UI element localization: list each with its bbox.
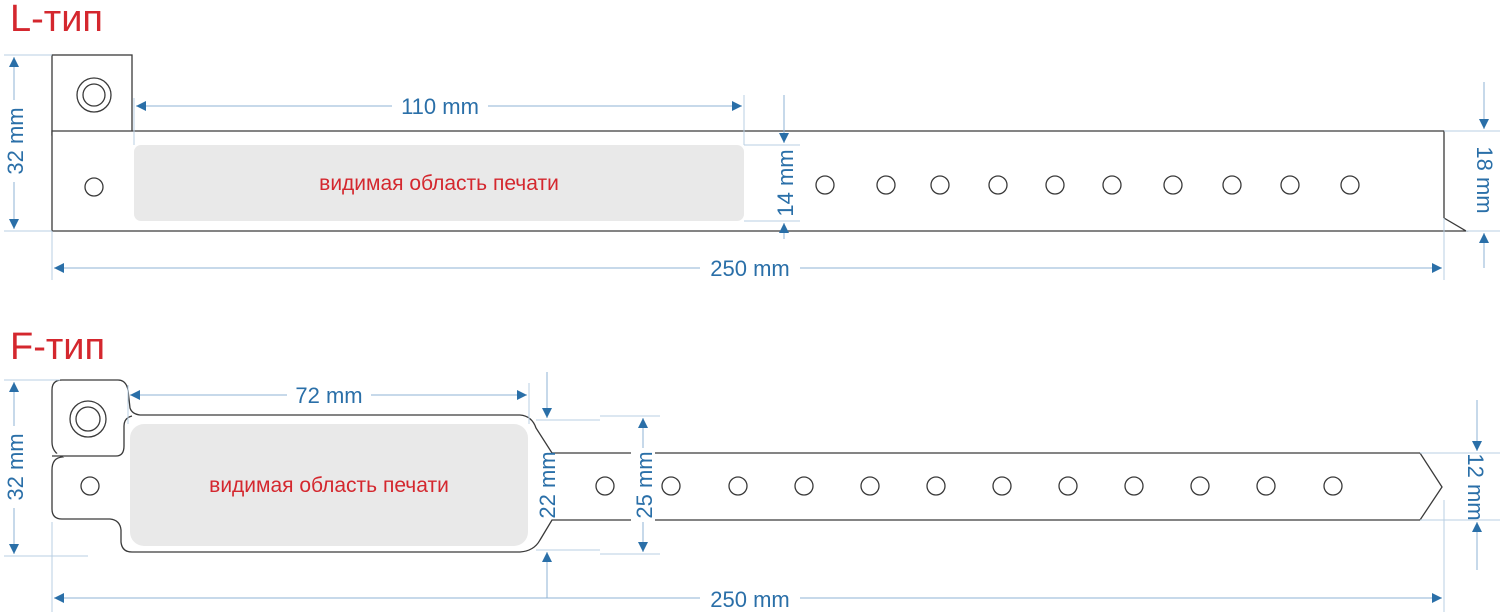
f-hole-start	[80, 476, 100, 496]
f-hole	[1124, 476, 1144, 496]
l-hole	[1102, 175, 1122, 195]
l-hole	[1340, 175, 1360, 195]
l-dimensions: 32 mm 110 mm 14 mm 18 mm 250 mm	[2, 54, 1500, 282]
f-hole	[1323, 476, 1343, 496]
l-type-wristband: видимая область печати	[51, 54, 1469, 232]
l-snap-inner-ring	[82, 83, 106, 107]
f-snap-inner-ring	[75, 406, 101, 432]
l-dim-tip-height: 18 mm	[1472, 146, 1497, 213]
l-hole	[1280, 175, 1300, 195]
f-dimensions: 32 mm 72 mm 22 mm 25 mm 12 mm 250 mm	[2, 372, 1500, 612]
f-dim-tip-height: 12 mm	[1463, 453, 1488, 520]
l-type-title: L-тип	[10, 0, 103, 40]
l-hole	[815, 175, 835, 195]
f-hole	[661, 476, 681, 496]
l-dim-print-height: 14 mm	[773, 149, 798, 216]
f-hole	[926, 476, 946, 496]
f-dim-total-length: 250 mm	[710, 587, 789, 612]
l-hole	[876, 175, 896, 195]
f-dim-total-height: 32 mm	[3, 433, 28, 500]
l-hole-start	[84, 177, 104, 197]
f-hole	[794, 476, 814, 496]
l-hole	[1045, 175, 1065, 195]
f-dim-print-width: 72 mm	[295, 383, 362, 408]
f-hole	[860, 476, 880, 496]
f-hole	[992, 476, 1012, 496]
f-dim-neck-height: 22 mm	[535, 451, 560, 518]
f-dim-strap-height: 25 mm	[632, 451, 657, 518]
f-hole	[728, 476, 748, 496]
f-print-area-label: видимая область печати	[209, 474, 449, 497]
f-print-area	[130, 424, 528, 546]
f-hole	[1190, 476, 1210, 496]
f-type-title: F-тип	[10, 326, 106, 368]
f-hole	[1058, 476, 1078, 496]
l-dim-total-length: 250 mm	[710, 256, 789, 281]
l-hole	[988, 175, 1008, 195]
f-hole	[1256, 476, 1276, 496]
l-hole	[930, 175, 950, 195]
f-hole	[595, 476, 615, 496]
l-dim-print-width: 110 mm	[401, 94, 479, 119]
l-dim-total-height: 32 mm	[3, 107, 28, 174]
l-hole	[1163, 175, 1183, 195]
l-hole	[1222, 175, 1242, 195]
l-print-area	[134, 145, 744, 221]
l-print-area-label: видимая область печати	[319, 172, 559, 195]
f-type-wristband: видимая область печати	[51, 379, 1443, 553]
